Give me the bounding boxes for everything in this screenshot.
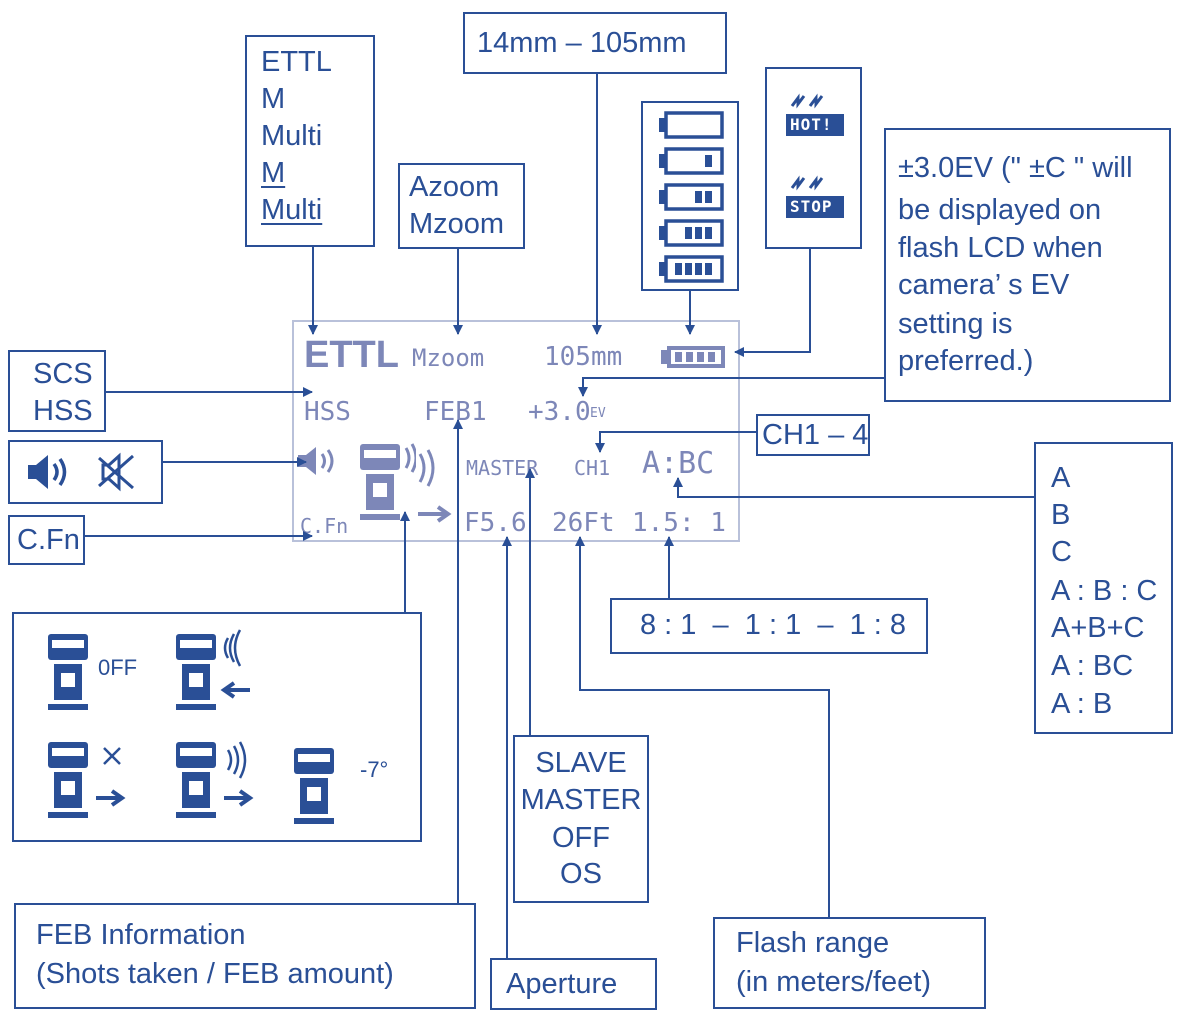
stop-icon: STOP	[784, 172, 846, 224]
speaker-mute-icon	[95, 452, 139, 492]
feb-info-box	[14, 903, 476, 1009]
mode-item-m: M	[261, 83, 286, 115]
flash-master-off-icon	[44, 738, 134, 828]
flash-off-icon	[44, 630, 134, 720]
lcd-channel: CH1	[574, 456, 611, 480]
ev-note-line-1: ±3.0EV (" ±C " will	[898, 152, 1133, 184]
off-label: 0FF	[98, 655, 138, 680]
cfn-label: C.Fn	[17, 524, 80, 556]
ev-note-line-6: preferred.)	[898, 345, 1034, 377]
ev-note-line-4: camera’ s EV	[898, 269, 1070, 301]
ev-note-line-5: setting is	[898, 308, 1013, 340]
aperture-box	[490, 958, 657, 1010]
wireless-item-slave: SLAVE	[535, 747, 627, 779]
lcd-focal: 105mm	[544, 342, 623, 372]
zoom-mode-auto: Azoom	[409, 171, 500, 203]
lcd-wireless-signal-icon	[416, 448, 456, 488]
lcd-master-arrow-icon	[416, 504, 456, 524]
flash-range-box	[713, 917, 986, 1009]
flash-range-line-1: Flash range	[736, 927, 890, 959]
mode-list-box	[245, 35, 375, 247]
group-item-a: A	[1051, 462, 1071, 494]
group-list-box	[1034, 442, 1173, 734]
lcd-wireless: MASTER	[466, 456, 539, 480]
group-item-a-bc: A : BC	[1051, 650, 1134, 682]
ev-note-box	[884, 128, 1171, 402]
lcd-aperture: F5.6	[464, 508, 527, 538]
lcd-speaker-icon	[296, 444, 348, 478]
channel-box	[756, 414, 870, 456]
battery-1-bar-icon	[657, 146, 727, 176]
ev-note-line-3: flash LCD when	[898, 232, 1103, 264]
mode-item-multi: Multi	[261, 120, 323, 152]
wireless-item-master: MASTER	[520, 784, 642, 816]
sync-mode-scs: SCS	[33, 358, 93, 390]
group-item-a-plus-b-plus-c: A+B+C	[1051, 612, 1145, 644]
mode-item-m-slave: M	[261, 157, 286, 189]
group-item-a-b: A : B	[1051, 688, 1113, 720]
feb-info-line-2: (Shots taken / FEB amount)	[36, 958, 394, 990]
mode-item-ettl: ETTL	[261, 46, 332, 78]
sync-mode-hss: HSS	[33, 395, 93, 427]
cfn-box	[8, 515, 85, 565]
ev-note-line-2: be displayed on	[898, 194, 1102, 226]
mode-item-multi-slave: Multi	[261, 194, 323, 226]
lcd-battery-icon	[659, 344, 729, 370]
lcd-mode: ETTL	[304, 334, 399, 376]
sync-modes-box	[8, 350, 106, 432]
lcd-ratio: 1.5: 1	[632, 508, 726, 538]
overheat-icon: HOT!	[784, 90, 846, 142]
lcd-zoom: Mzoom	[412, 344, 485, 372]
channel-label: CH1 – 4	[762, 419, 869, 451]
flash-range-line-2: (in meters/feet)	[736, 966, 931, 998]
group-item-b: B	[1051, 499, 1071, 531]
battery-2-bars-icon	[657, 182, 727, 212]
lcd-group: A:BC	[642, 446, 715, 481]
stop-label: STOP	[790, 197, 833, 216]
lcd-sync: HSS	[304, 397, 351, 427]
speaker-on-icon	[24, 452, 76, 492]
group-item-c: C	[1051, 536, 1072, 568]
zoom-range-box	[463, 12, 727, 74]
flash-lcd-panel: ETTL Mzoom 105mm HSS FEB1 +3.0 EV	[292, 320, 740, 542]
lcd-ev-unit: EV	[590, 406, 606, 421]
zoom-range-label: 14mm – 105mm	[477, 27, 687, 59]
hot-label: HOT!	[790, 115, 833, 134]
overheat-box	[765, 67, 862, 249]
zoom-modes-box	[398, 163, 525, 249]
feb-info-line-1: FEB Information	[36, 919, 246, 951]
lcd-feb: FEB1	[424, 397, 487, 427]
battery-full-icon	[657, 254, 727, 284]
ratio-label: 8 : 1 – 1 : 1 – 1 : 8	[640, 609, 906, 641]
flash-tilt-icon	[290, 744, 380, 834]
tilt-label: -7°	[360, 757, 389, 782]
battery-empty-icon	[657, 110, 727, 140]
flash-slave-icon	[172, 629, 262, 720]
aperture-label: Aperture	[506, 968, 618, 1000]
zoom-mode-manual: Mzoom	[409, 208, 505, 240]
lcd-range: 26Ft	[552, 508, 615, 538]
group-item-a-b-c: A : B : C	[1051, 575, 1158, 607]
wireless-item-off: OFF	[552, 822, 610, 854]
flash-master-icon	[172, 738, 262, 828]
lcd-cfn: C.Fn	[300, 514, 349, 538]
battery-3-bars-icon	[657, 218, 727, 248]
lcd-ev: +3.0	[528, 397, 591, 427]
lcd-flash-mode-icon	[356, 440, 418, 536]
wireless-item-os: OS	[560, 858, 602, 890]
